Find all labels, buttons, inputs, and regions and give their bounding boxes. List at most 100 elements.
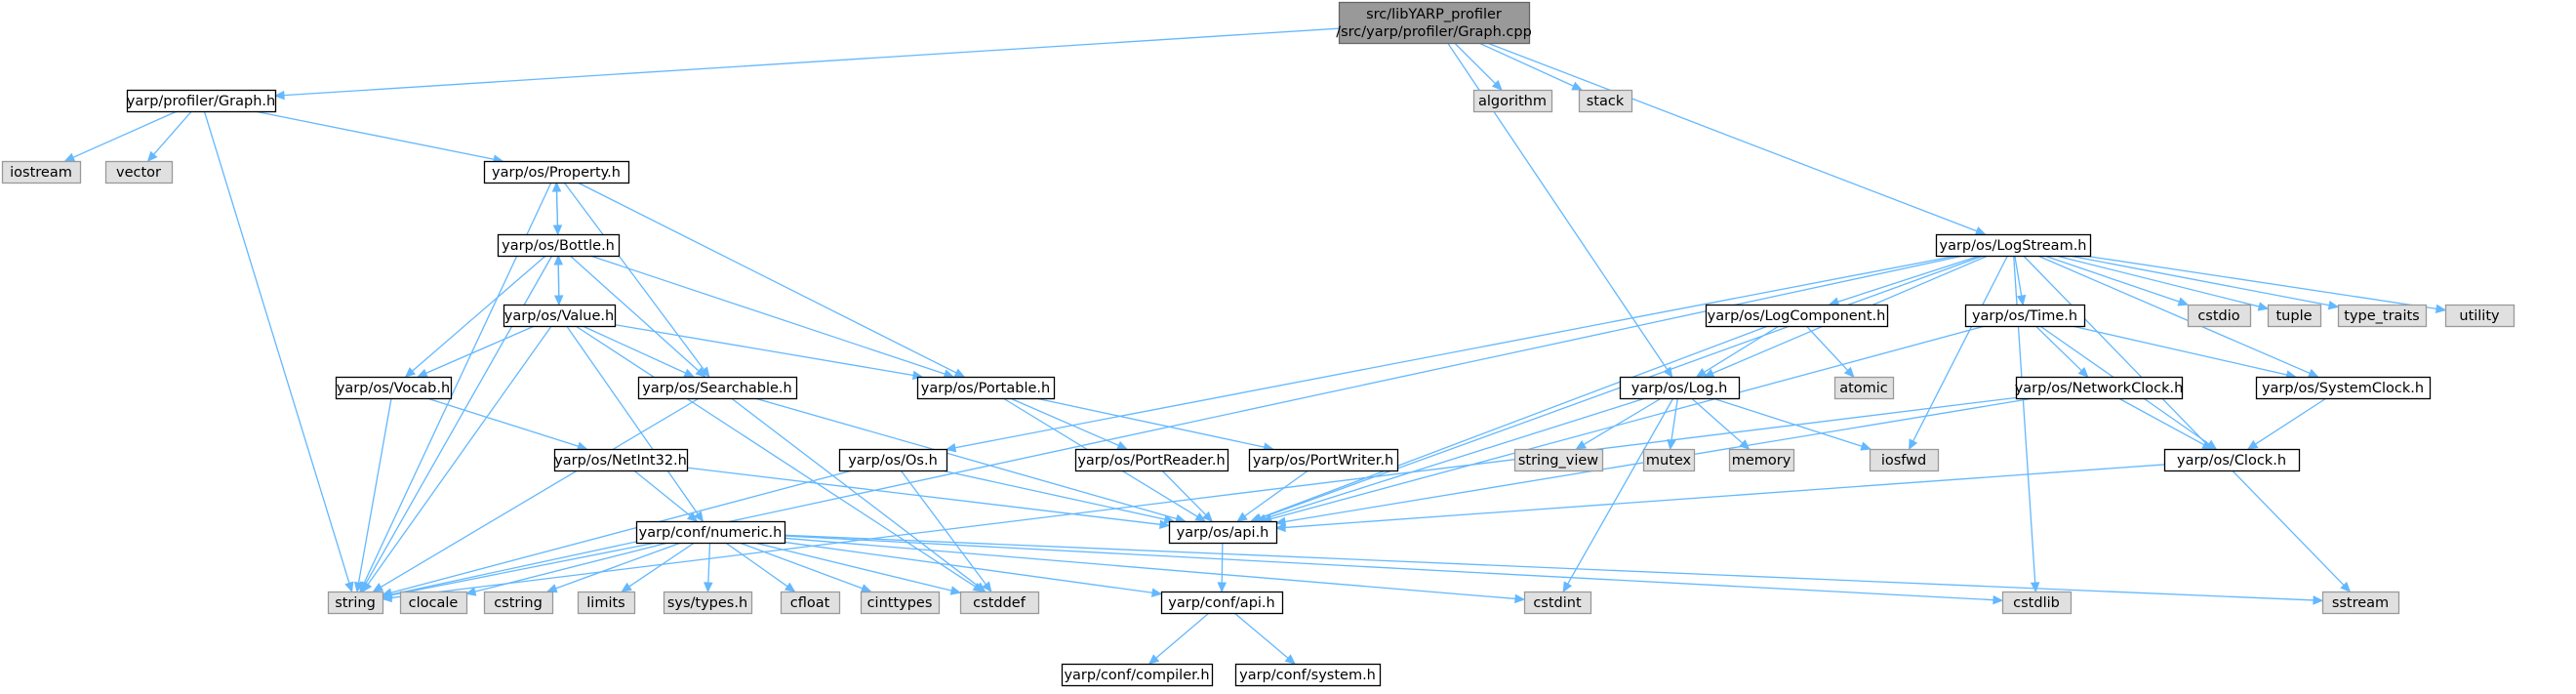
edge-arrowhead xyxy=(273,90,285,101)
edge-line xyxy=(1259,325,1769,519)
edge-os-api-h-to-conf-api-h xyxy=(1217,542,1228,593)
edge-line xyxy=(1583,397,1662,445)
edge-arrowhead xyxy=(1992,594,2004,605)
node-label: tuple xyxy=(2275,308,2312,324)
edge-arrowhead xyxy=(353,581,364,593)
node-system-h[interactable]: yarp/conf/system.h xyxy=(1234,663,1382,687)
node-label: yarp/conf/api.h xyxy=(1168,595,1274,611)
edge-log-h-to-memory xyxy=(1691,397,1751,450)
edge-numeric-h-to-cstring xyxy=(545,542,682,593)
edge-line xyxy=(739,542,864,590)
node-value-h[interactable]: yarp/os/Value.h xyxy=(503,304,617,328)
edge-line xyxy=(380,397,700,588)
edge-bottle-h-to-property-h xyxy=(551,181,562,235)
edge-logcomponent-h-to-atomic xyxy=(1805,325,1855,378)
node-label: stack xyxy=(1587,94,1625,109)
node-limits: limits xyxy=(577,591,636,615)
edge-line xyxy=(390,469,853,593)
node-os-h[interactable]: yarp/os/Os.h xyxy=(838,448,948,472)
node-time-h[interactable]: yarp/os/Time.h xyxy=(1964,304,2086,328)
node-label: yarp/os/api.h xyxy=(1177,525,1269,541)
edge-numeric-h-to-conf-api-h xyxy=(784,541,1163,597)
node-box xyxy=(1523,591,1592,615)
edge-arrowhead xyxy=(2077,366,2089,378)
edge-graph-h-to-property-h xyxy=(254,110,504,164)
edge-line xyxy=(1233,612,1289,659)
node-portable-h[interactable]: yarp/os/Portable.h xyxy=(916,376,1056,400)
node-property-h[interactable]: yarp/os/Property.h xyxy=(483,160,630,184)
edge-arrowhead xyxy=(704,582,713,593)
node-label: algorithm xyxy=(1478,94,1547,109)
node-clock-h[interactable]: yarp/os/Clock.h xyxy=(2163,448,2301,472)
edge-arrowhead xyxy=(553,254,564,265)
edge-arrowhead xyxy=(2307,368,2319,378)
node-label: yarp/os/Os.h xyxy=(848,453,938,469)
node-label: sys/types.h xyxy=(667,595,747,611)
node-mutex: mutex xyxy=(1642,448,1696,472)
node-logcomponent-h[interactable]: yarp/os/LogComponent.h xyxy=(1705,304,1889,328)
node-logstream-h[interactable]: yarp/os/LogStream.h xyxy=(1935,233,2092,258)
edge-conf-api-h-to-compiler-h xyxy=(1147,612,1210,665)
node-box xyxy=(2444,304,2516,328)
edge-time-h-to-networkclock-h xyxy=(2034,325,2089,378)
edge-line xyxy=(2069,255,2330,306)
edge-arrowhead xyxy=(1667,438,1676,451)
edge-line xyxy=(2037,255,2311,375)
edge-arrowhead xyxy=(1236,511,1248,522)
nodes-layer: src/libYARP_profiler/src/yarp/profiler/G… xyxy=(1,1,2516,687)
node-bottle-h[interactable]: yarp/os/Bottle.h xyxy=(497,233,621,258)
node-box xyxy=(916,376,1056,400)
node-label: mutex xyxy=(1646,453,1692,469)
edge-numeric-h-to-cinttypes xyxy=(739,542,872,593)
edge-arrowhead xyxy=(1860,441,1872,451)
edge-line xyxy=(954,255,1957,449)
edge-line xyxy=(686,467,1161,525)
edge-arrowhead xyxy=(860,584,872,593)
node-box xyxy=(2187,304,2252,328)
edge-portwriter-h-to-os-api-h xyxy=(1236,469,1309,522)
node-portwriter-h[interactable]: yarp/os/PortWriter.h xyxy=(1248,448,1399,472)
node-compiler-h[interactable]: yarp/conf/compiler.h xyxy=(1061,663,1214,687)
node-cstring: cstring xyxy=(483,591,554,615)
node-os-api-h[interactable]: yarp/os/api.h xyxy=(1168,520,1278,545)
edge-logstream-h-to-systemclock-h xyxy=(2037,255,2319,378)
node-label: /src/yarp/profiler/Graph.cpp xyxy=(1336,24,1532,40)
node-utility: utility xyxy=(2444,304,2516,328)
node-netint32-h[interactable]: yarp/os/NetInt32.h xyxy=(553,448,689,472)
node-box xyxy=(780,591,841,615)
edge-graph-h-to-iostream xyxy=(63,110,178,162)
node-box xyxy=(1935,233,2092,258)
node-label: yarp/os/NetInt32.h xyxy=(554,453,687,469)
node-root[interactable]: src/libYARP_profiler/src/yarp/profiler/G… xyxy=(1336,1,1532,45)
node-box xyxy=(2337,304,2428,328)
node-box xyxy=(1338,1,1531,45)
node-vocab-h[interactable]: yarp/os/Vocab.h xyxy=(335,376,453,400)
node-box xyxy=(1,160,82,184)
edge-line xyxy=(1035,397,1265,448)
node-searchable-h[interactable]: yarp/os/Searchable.h xyxy=(637,376,798,400)
edge-line xyxy=(1711,397,1863,447)
node-label: cstdlib xyxy=(2013,595,2060,611)
node-box xyxy=(1160,591,1284,615)
node-systemclock-h[interactable]: yarp/os/SystemClock.h xyxy=(2255,376,2432,400)
edge-logstream-h-to-utility xyxy=(2083,255,2447,314)
node-graph-h[interactable]: yarp/profiler/Graph.h xyxy=(127,89,277,113)
edge-arrowhead xyxy=(63,152,76,162)
node-log-h[interactable]: yarp/os/Log.h xyxy=(1619,376,1741,400)
edge-line xyxy=(2083,255,2437,310)
node-conf-api-h[interactable]: yarp/conf/api.h xyxy=(1160,591,1284,615)
node-box xyxy=(1578,89,1633,113)
edge-line xyxy=(589,255,946,375)
edge-arrowhead xyxy=(2327,300,2340,310)
edge-line xyxy=(425,325,535,375)
node-networkclock-h[interactable]: yarp/os/NetworkClock.h xyxy=(2015,376,2184,400)
edge-arrowhead xyxy=(1909,438,1918,451)
node-box xyxy=(2255,376,2432,400)
node-portreader-h[interactable]: yarp/os/PortReader.h xyxy=(1074,448,1229,472)
edge-root-to-logstream-h xyxy=(1486,42,1987,236)
node-numeric-h[interactable]: yarp/conf/numeric.h xyxy=(635,520,786,545)
edge-arrowhead xyxy=(700,366,710,378)
edge-arrowhead xyxy=(1575,440,1588,450)
node-box xyxy=(1833,376,1895,400)
edge-arrowhead xyxy=(949,586,962,595)
